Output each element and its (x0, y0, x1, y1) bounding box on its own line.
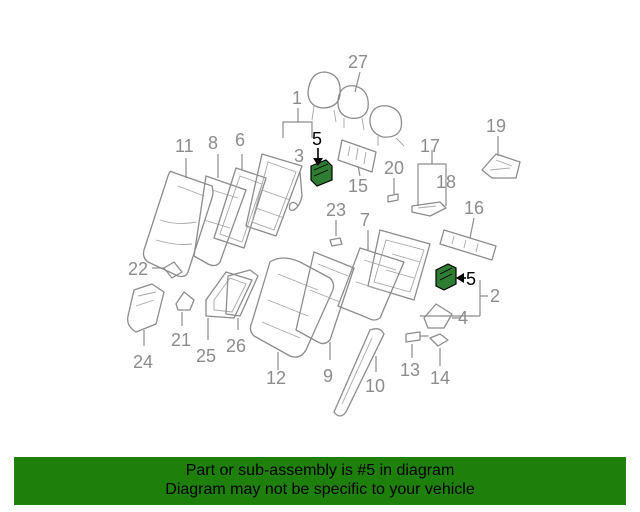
wire-part[interactable] (288, 171, 303, 212)
seat-parts-diagram: 27 1 11 8 6 3 5 15 (127, 52, 521, 417)
callout-24: 24 (133, 352, 153, 372)
callout-2: 2 (490, 286, 500, 306)
bracket-16-part[interactable] (439, 229, 497, 261)
callout-25: 25 (196, 346, 216, 366)
bolt-14-part[interactable] (429, 333, 449, 347)
callout-3: 3 (294, 146, 304, 166)
seatback-assembly-part[interactable] (245, 153, 303, 237)
cushion-side-9-part[interactable] (295, 251, 355, 345)
callout-22: 22 (128, 259, 148, 279)
callout-10: 10 (365, 376, 385, 396)
seatback-panel-part[interactable] (142, 170, 214, 278)
callout-16: 16 (464, 198, 484, 218)
callout-9: 9 (323, 366, 333, 386)
banner-line-1: Part or sub-assembly is #5 in diagram (185, 462, 455, 479)
cover-19-part[interactable] (481, 153, 521, 179)
side-panel-24-part[interactable] (127, 283, 165, 333)
frame-25-part[interactable] (205, 271, 253, 319)
callout-26: 26 (226, 336, 246, 356)
callout-27: 27 (348, 52, 368, 72)
trim-strip-10-part[interactable] (333, 328, 385, 417)
trim-4-part[interactable] (423, 303, 453, 329)
headrests-part[interactable] (307, 71, 405, 147)
cushion-7-part[interactable] (337, 247, 405, 321)
part-5-upper[interactable] (310, 159, 333, 187)
clip-23-part[interactable] (329, 237, 343, 247)
bracket-15-part[interactable] (337, 139, 377, 173)
bracket-21-part[interactable] (175, 291, 195, 311)
part-5-lower[interactable] (435, 263, 457, 291)
callout-5-upper: 5 (312, 129, 322, 149)
rear-seatback-frame-part[interactable] (367, 229, 431, 301)
bolt-13-part[interactable] (405, 331, 429, 343)
callout-19: 19 (486, 116, 506, 136)
callout-13: 13 (400, 360, 420, 380)
banner-line-2: Diagram may not be specific to your vehi… (165, 481, 475, 498)
callout-18: 18 (436, 172, 456, 192)
callout-8: 8 (208, 133, 218, 153)
callout-4: 4 (458, 308, 468, 328)
seat-cushion-12-part[interactable] (249, 257, 335, 358)
info-banner: Part or sub-assembly is #5 in diagram Di… (14, 457, 626, 505)
clip-20-part[interactable] (387, 193, 399, 203)
callout-6: 6 (235, 130, 245, 150)
callout-23: 23 (326, 200, 346, 220)
seatback-pad-part[interactable] (193, 175, 247, 267)
callout-7: 7 (360, 210, 370, 230)
callout-11: 11 (175, 136, 194, 156)
frame-26-part[interactable] (225, 269, 259, 317)
clip-22-part[interactable] (163, 261, 183, 279)
callout-21: 21 (171, 330, 191, 350)
callout-17: 17 (420, 136, 440, 156)
seatback-frame-part[interactable] (213, 167, 267, 249)
callout-5-lower: 5 (466, 269, 476, 289)
callout-14: 14 (430, 368, 450, 388)
callout-12: 12 (266, 368, 286, 388)
callout-15: 15 (348, 176, 368, 196)
latch-part[interactable] (411, 201, 447, 217)
callout-1: 1 (292, 88, 302, 108)
callout-20: 20 (384, 158, 404, 178)
